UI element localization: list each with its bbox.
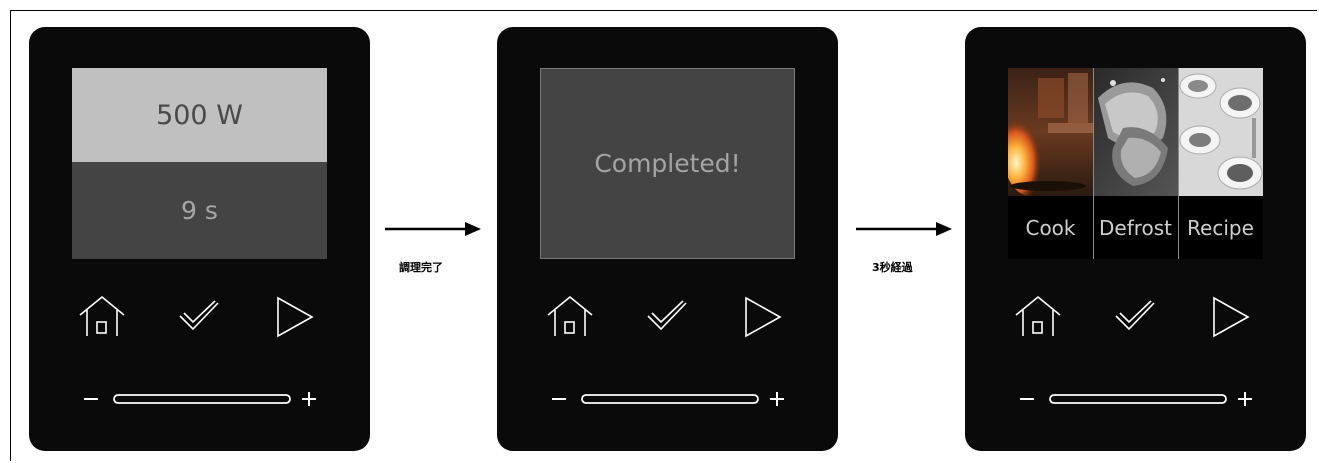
check-icon[interactable] [177,299,221,335]
power-setting[interactable]: 500 W [72,68,327,162]
completed-message: Completed! [540,68,795,259]
play-icon[interactable] [275,295,315,339]
menu-label-defrost: Defrost [1093,196,1178,259]
frozen-meat-photo [1093,68,1178,196]
display-screen: 500 W 9 s [72,68,327,259]
menu-item-recipe[interactable]: Recipe [1178,68,1263,259]
play-icon[interactable] [743,295,783,339]
menu-item-cook[interactable]: Cook [1008,68,1093,259]
figure-frame [10,10,1317,461]
transition-label-1: 調理完了 [399,261,443,274]
control-panel-menu: Cook Defrost [965,27,1306,451]
slider-track [1049,394,1227,404]
column-divider [1178,68,1179,259]
home-icon[interactable] [77,295,127,339]
menu-item-defrost[interactable]: Defrost [1093,68,1178,259]
menu-label-cook: Cook [1008,196,1093,259]
slider-track [113,394,291,404]
power-slider[interactable] [550,387,795,411]
transition-arrow-2 [856,222,952,236]
check-icon[interactable] [1113,299,1157,335]
menu-screen: Cook Defrost [1008,68,1263,259]
control-panel-completed: Completed! [497,27,838,451]
power-slider[interactable] [82,387,327,411]
menu-label-recipe: Recipe [1178,196,1263,259]
control-panel-cooking: 500 W 9 s [29,27,370,451]
plated-dishes-photo [1178,68,1263,196]
play-icon[interactable] [1211,295,1251,339]
slider-track [581,394,759,404]
check-icon[interactable] [645,299,689,335]
transition-arrow-1 [385,222,481,236]
time-remaining[interactable]: 9 s [72,162,327,259]
column-divider [1093,68,1094,259]
home-icon[interactable] [1013,295,1063,339]
power-slider[interactable] [1018,387,1263,411]
transition-label-2: 3秒経過 [872,261,913,274]
flambe-cooking-photo [1008,68,1093,196]
home-icon[interactable] [545,295,595,339]
